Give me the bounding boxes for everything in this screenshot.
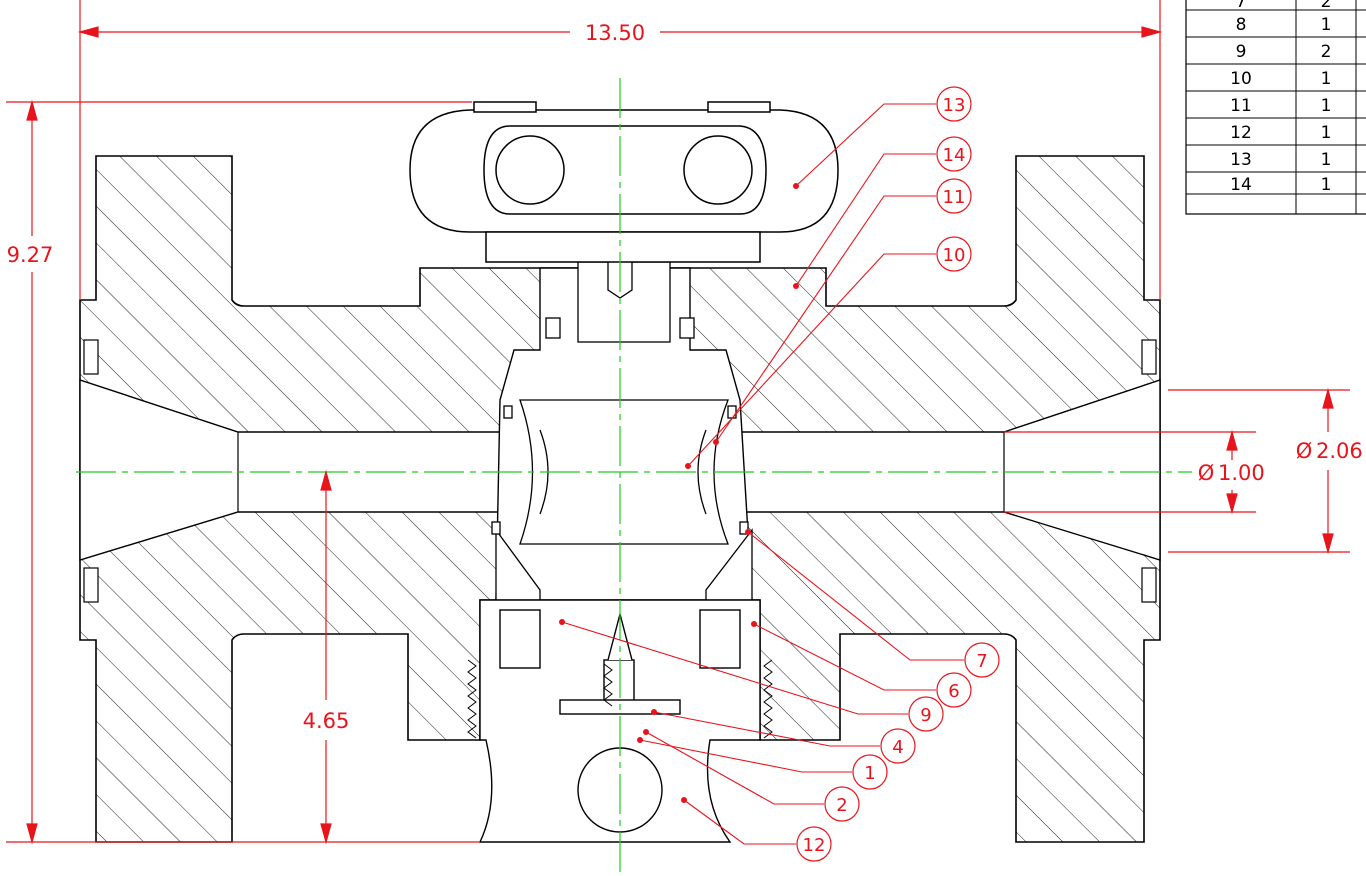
bom-qty: 2 bbox=[1321, 42, 1332, 62]
bom-qty: 1 bbox=[1321, 69, 1332, 89]
svg-text:2: 2 bbox=[836, 795, 847, 816]
balloon-arrowheads bbox=[559, 183, 799, 803]
svg-text:12: 12 bbox=[803, 835, 826, 856]
balloon-12: 12 bbox=[796, 826, 832, 862]
dimension-texts: 13.50 9.27 4.65 Ø 1.00 Ø 2.06 bbox=[7, 21, 1363, 733]
dim-diameter-symbol-2: Ø bbox=[1296, 439, 1313, 463]
balloon-9: 9 bbox=[908, 696, 944, 732]
balloon-1: 1 bbox=[852, 754, 888, 790]
svg-text:6: 6 bbox=[948, 681, 959, 702]
svg-text:7: 7 bbox=[976, 651, 987, 672]
bom-item: 12 bbox=[1230, 123, 1252, 143]
svg-text:9: 9 bbox=[920, 705, 931, 726]
svg-text:13: 13 bbox=[943, 95, 966, 116]
dim-diameter-symbol-1: Ø bbox=[1198, 461, 1215, 485]
bom-item: 10 bbox=[1230, 69, 1252, 89]
centerlines bbox=[76, 78, 1192, 876]
svg-text:1: 1 bbox=[864, 763, 875, 784]
bom-item: 14 bbox=[1230, 175, 1252, 195]
bom-qty: 1 bbox=[1321, 96, 1332, 116]
bom-table: 7 2 8 1 9 2 10 1 11 1 12 1 13 1 14 1 bbox=[1185, 0, 1366, 215]
balloon-7: 7 bbox=[964, 642, 1000, 678]
dim-overall-length: 13.50 bbox=[585, 21, 645, 45]
thread-marks bbox=[467, 659, 773, 739]
bom-item: 13 bbox=[1230, 150, 1252, 170]
bom-qty: 1 bbox=[1321, 15, 1332, 35]
svg-text:4: 4 bbox=[892, 737, 903, 758]
dim-bore-diameter: 1.00 bbox=[1218, 461, 1265, 485]
dim-port-diameter: 2.06 bbox=[1316, 439, 1363, 463]
svg-text:11: 11 bbox=[943, 187, 966, 208]
dim-overall-height: 9.27 bbox=[7, 243, 54, 267]
bom-item: 9 bbox=[1236, 42, 1247, 62]
bom-item: 8 bbox=[1236, 15, 1247, 35]
bom-qty: 2 bbox=[1321, 0, 1332, 12]
bom-qty: 1 bbox=[1321, 175, 1332, 195]
balloon-11: 11 bbox=[936, 178, 972, 214]
balloons: 13 14 11 10 7 6 9 4 1 2 12 bbox=[796, 86, 1000, 862]
bom-qty: 1 bbox=[1321, 150, 1332, 170]
balloon-13: 13 bbox=[936, 86, 972, 122]
bom-item: 11 bbox=[1230, 96, 1252, 116]
balloon-4: 4 bbox=[880, 728, 916, 764]
svg-text:14: 14 bbox=[943, 145, 966, 166]
balloon-2: 2 bbox=[824, 786, 860, 822]
balloon-6: 6 bbox=[936, 672, 972, 708]
balloon-14: 14 bbox=[936, 136, 972, 172]
stem bbox=[545, 261, 695, 343]
dim-lower-height: 4.65 bbox=[303, 709, 350, 733]
bom-item: 7 bbox=[1236, 0, 1247, 12]
handle bbox=[409, 101, 839, 263]
bom-qty: 1 bbox=[1321, 123, 1332, 143]
svg-text:10: 10 bbox=[943, 245, 966, 266]
balloon-leaders bbox=[561, 103, 964, 845]
balloon-10: 10 bbox=[936, 236, 972, 272]
dimension-lines bbox=[6, 0, 1350, 845]
